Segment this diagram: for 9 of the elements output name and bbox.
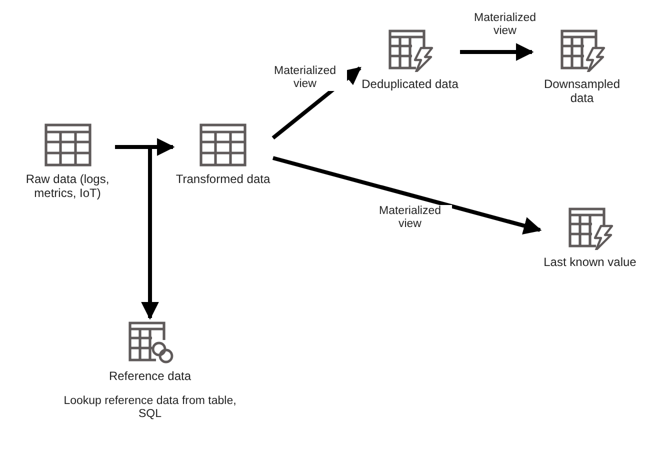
node-label: Reference data [108, 369, 192, 383]
arrow [272, 156, 542, 234]
node-label: Deduplicated data [362, 77, 458, 91]
node-label: Raw data (logs, metrics, IoT) [24, 172, 110, 200]
arrow [460, 43, 534, 61]
node-label: Transformed data [176, 172, 270, 186]
node-label: Downsampled data [542, 77, 622, 105]
node-description: Lookup reference data from table, SQL [62, 395, 238, 421]
node-label: Last known value [544, 255, 636, 269]
